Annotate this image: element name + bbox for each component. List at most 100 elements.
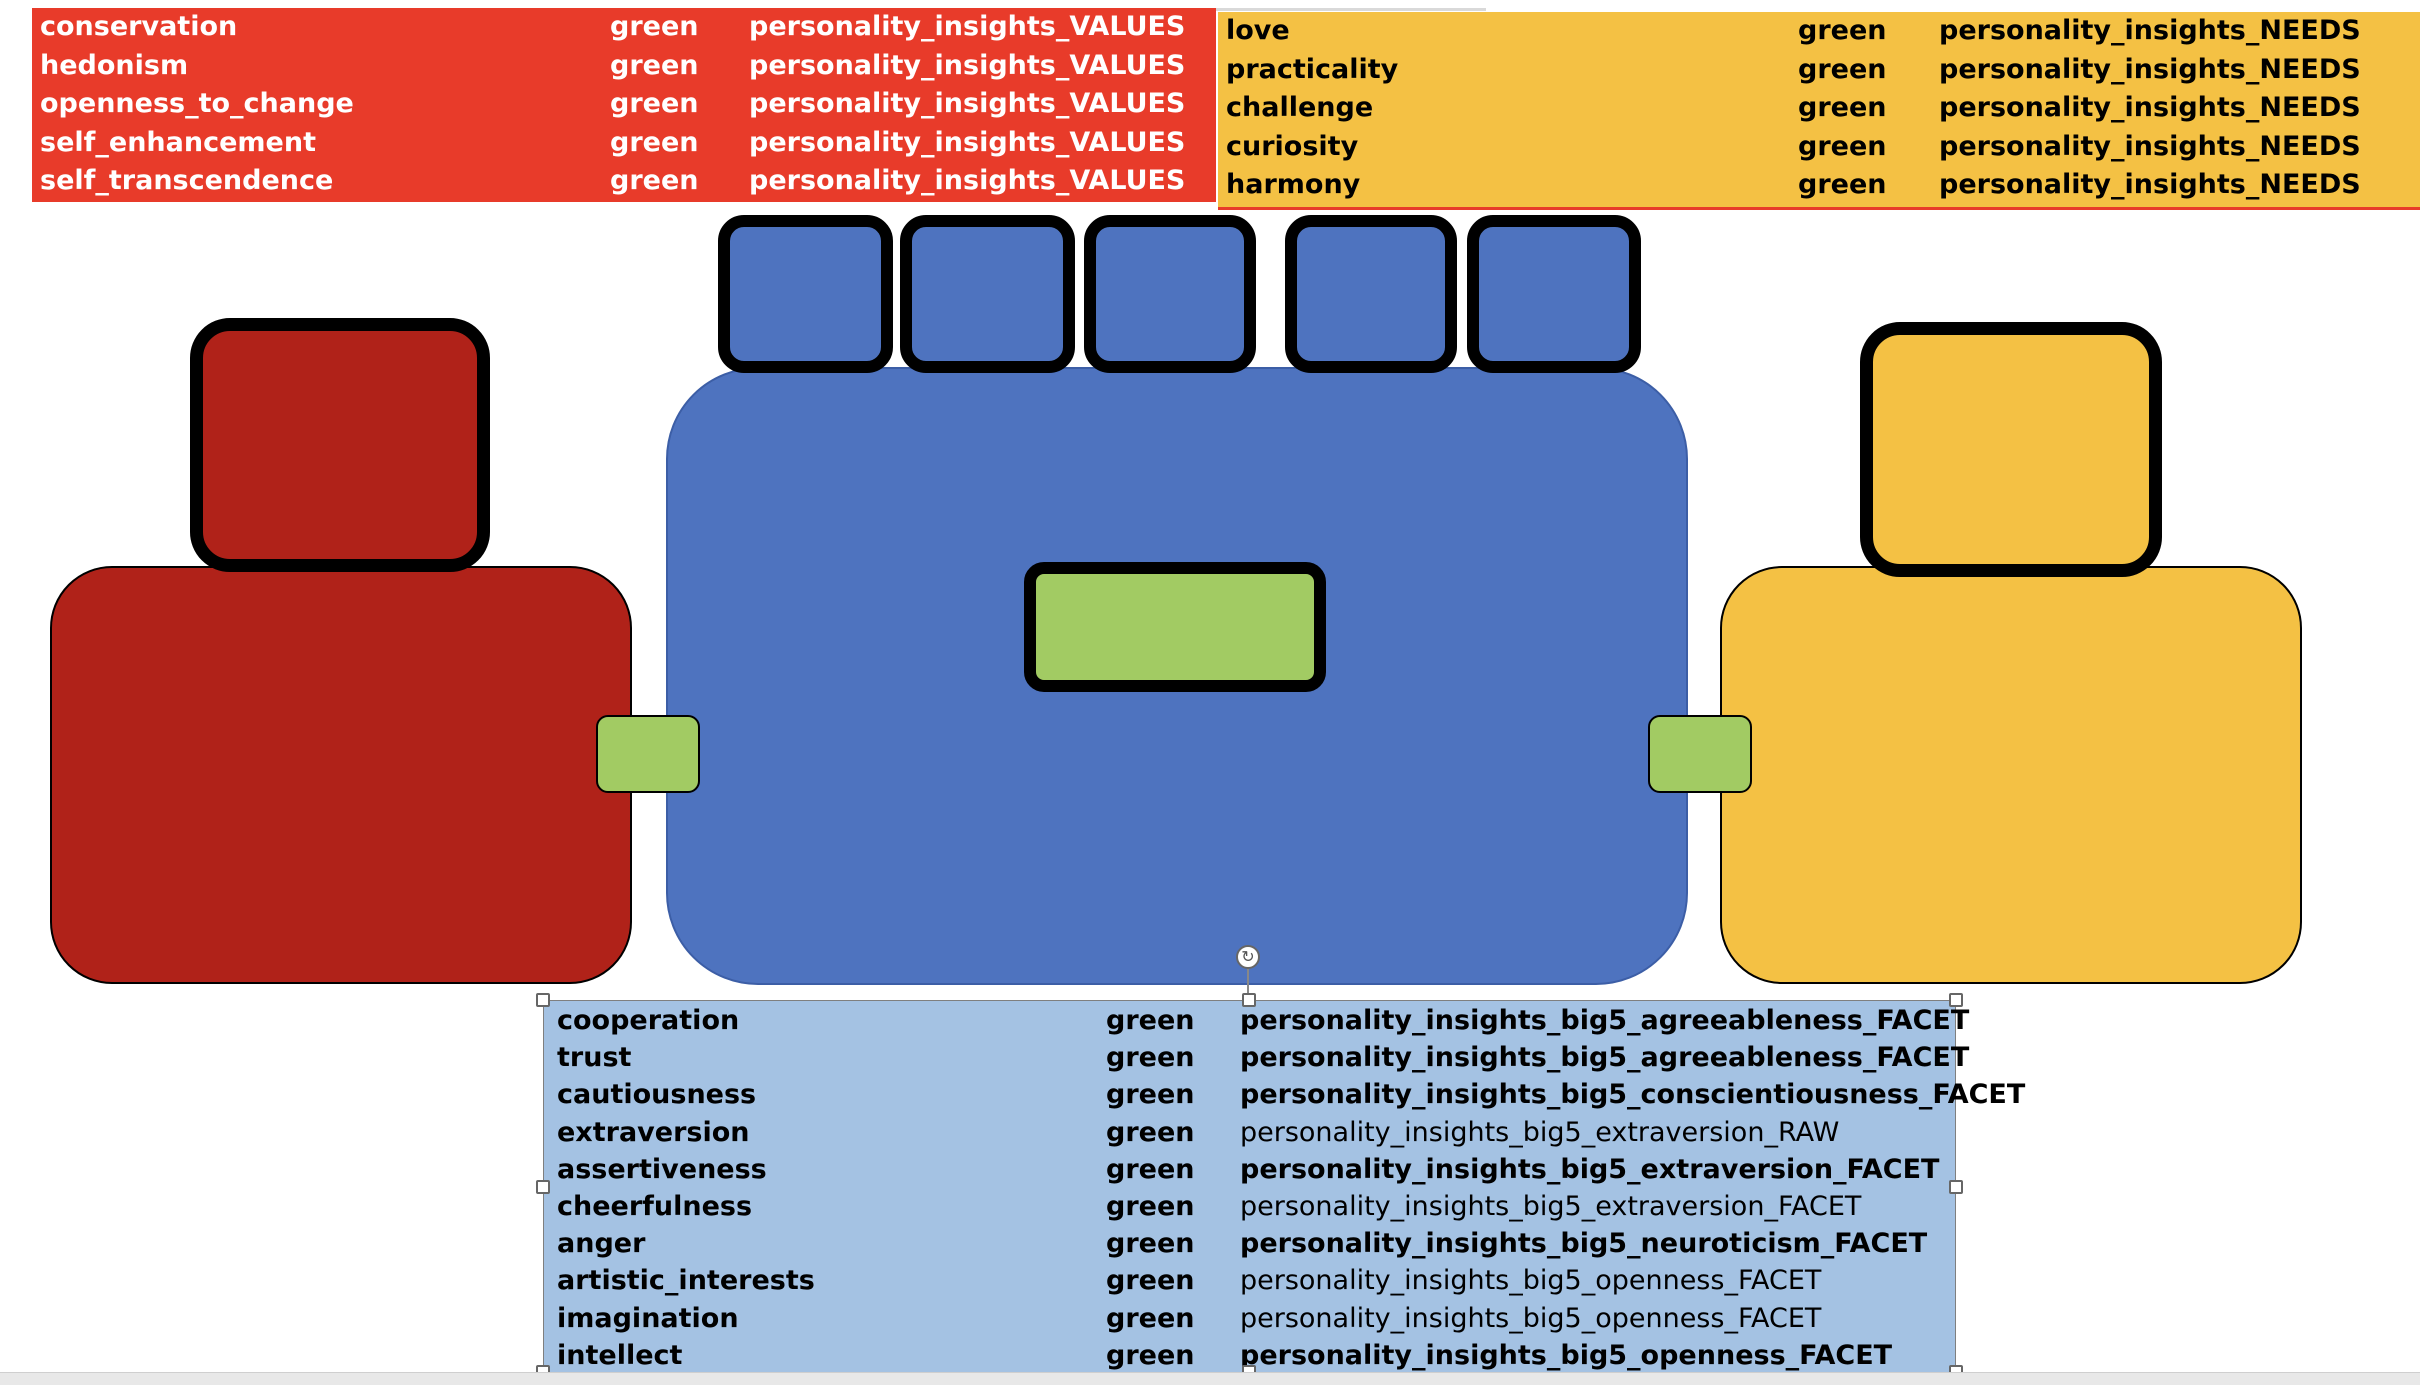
value-category: personality_insights_VALUES: [749, 165, 1186, 197]
rotate-icon[interactable]: ↻: [1236, 945, 1260, 969]
facet-category: personality_insights_big5_extraversion_R…: [1240, 1116, 1840, 1148]
need-color: green: [1798, 169, 1887, 201]
table-row[interactable]: trust green personality_insights_big5_ag…: [544, 1039, 1969, 1076]
facet-color: green: [1106, 1005, 1195, 1036]
facet-category: personality_insights_big5_openness_FACET: [1240, 1265, 1822, 1297]
need-category: personality_insights_NEEDS: [1939, 92, 2361, 124]
facet-name: cheerfulness: [557, 1191, 753, 1222]
facet-color: green: [1106, 1042, 1195, 1074]
table-row[interactable]: self_enhancement green personality_insig…: [32, 124, 1216, 163]
horizontal-scrollbar[interactable]: [0, 1372, 2420, 1385]
table-row[interactable]: intellect green personality_insights_big…: [544, 1337, 1955, 1374]
table-row[interactable]: imagination green personality_insights_b…: [544, 1300, 1955, 1337]
table-row[interactable]: assertiveness green personality_insights…: [544, 1151, 1955, 1188]
value-color: green: [610, 49, 699, 81]
facet-category: personality_insights_big5_conscientiousn…: [1240, 1079, 2026, 1111]
need-name: harmony: [1226, 169, 1361, 201]
facet-name: anger: [557, 1228, 646, 1260]
facet-table[interactable]: cooperation green personality_insights_b…: [543, 1000, 2025, 1374]
need-name: challenge: [1226, 92, 1374, 124]
need-color: green: [1798, 15, 1887, 46]
facet-color: green: [1106, 1191, 1195, 1222]
facet-category: personality_insights_big5_openness_FACET: [1240, 1302, 1822, 1334]
facet-name: trust: [557, 1042, 632, 1074]
needs-table[interactable]: love green personality_insights_NEEDS pr…: [1218, 12, 2420, 210]
table-row[interactable]: self_transcendence green personality_ins…: [32, 162, 1216, 201]
values-table[interactable]: conservation green personality_insights_…: [32, 8, 1216, 202]
table-row[interactable]: cautiousness green personality_insights_…: [544, 1076, 2025, 1113]
value-name: self_transcendence: [40, 165, 334, 197]
value-color: green: [610, 88, 699, 120]
facet-category: personality_insights_big5_extraversion_F…: [1240, 1153, 1940, 1185]
table-row[interactable]: challenge green personality_insights_NEE…: [1218, 89, 2420, 128]
facet-category: personality_insights_big5_agreeableness_…: [1240, 1005, 1970, 1036]
facet-category: personality_insights_big5_openness_FACET: [1240, 1339, 1893, 1371]
top-blue-block[interactable]: [1467, 215, 1641, 373]
facet-color: green: [1106, 1153, 1195, 1185]
resize-handle[interactable]: [536, 993, 550, 1007]
value-category: personality_insights_VALUES: [749, 88, 1186, 120]
table-row[interactable]: anger green personality_insights_big5_ne…: [544, 1225, 1955, 1262]
right-yellow-top-block[interactable]: [1860, 322, 2162, 577]
facet-color: green: [1106, 1228, 1195, 1260]
need-color: green: [1798, 53, 1887, 85]
top-blue-block[interactable]: [718, 215, 893, 373]
value-category: personality_insights_VALUES: [749, 11, 1186, 42]
table-row[interactable]: harmony green personality_insights_NEEDS: [1218, 166, 2420, 205]
table-row[interactable]: cooperation green personality_insights_b…: [544, 1002, 1969, 1039]
facet-name: imagination: [557, 1302, 739, 1334]
facet-name: artistic_interests: [557, 1265, 815, 1297]
need-color: green: [1798, 130, 1887, 162]
facet-category: personality_insights_big5_extraversion_F…: [1240, 1191, 1862, 1222]
table-row[interactable]: practicality green personality_insights_…: [1218, 51, 2420, 90]
left-green-connector[interactable]: [596, 715, 700, 793]
value-name: self_enhancement: [40, 126, 316, 158]
need-category: personality_insights_NEEDS: [1939, 130, 2361, 162]
rotate-stem: [1247, 969, 1249, 1001]
right-yellow-shape[interactable]: [1720, 566, 2302, 984]
table-row[interactable]: cheerfulness green personality_insights_…: [544, 1188, 1955, 1225]
left-red-shape[interactable]: [50, 566, 632, 984]
value-category: personality_insights_VALUES: [749, 126, 1186, 158]
resize-handle[interactable]: [1949, 1180, 1963, 1194]
facet-name: intellect: [557, 1339, 683, 1371]
gridline: [1216, 8, 1486, 11]
resize-handle[interactable]: [536, 1180, 550, 1194]
resize-handle[interactable]: [1242, 993, 1256, 1007]
need-name: love: [1226, 15, 1290, 46]
need-category: personality_insights_NEEDS: [1939, 169, 2361, 201]
facet-color: green: [1106, 1079, 1195, 1111]
facet-color: green: [1106, 1265, 1195, 1297]
facet-color: green: [1106, 1339, 1195, 1371]
need-category: personality_insights_NEEDS: [1939, 15, 2361, 46]
facet-category: personality_insights_big5_neuroticism_FA…: [1240, 1228, 1928, 1260]
facet-color: green: [1106, 1116, 1195, 1148]
need-color: green: [1798, 92, 1887, 124]
right-green-connector[interactable]: [1648, 715, 1752, 793]
value-name: conservation: [40, 11, 238, 42]
value-color: green: [610, 165, 699, 197]
table-row[interactable]: extraversion green personality_insights_…: [544, 1114, 1955, 1151]
table-row[interactable]: conservation green personality_insights_…: [32, 8, 1216, 47]
table-row[interactable]: openness_to_change green personality_ins…: [32, 85, 1216, 124]
facet-category: personality_insights_big5_agreeableness_…: [1240, 1042, 1970, 1074]
value-name: hedonism: [40, 49, 189, 81]
facet-name: extraversion: [557, 1116, 750, 1148]
table-row[interactable]: hedonism green personality_insights_VALU…: [32, 47, 1216, 86]
center-green-shape[interactable]: [1024, 562, 1326, 692]
table-row[interactable]: curiosity green personality_insights_NEE…: [1218, 128, 2420, 167]
facet-color: green: [1106, 1302, 1195, 1334]
need-category: personality_insights_NEEDS: [1939, 53, 2361, 85]
value-category: personality_insights_VALUES: [749, 49, 1186, 81]
need-name: curiosity: [1226, 130, 1359, 162]
top-blue-block[interactable]: [1084, 215, 1256, 373]
top-blue-block[interactable]: [1285, 215, 1457, 373]
top-blue-block[interactable]: [900, 215, 1075, 373]
table-row[interactable]: artistic_interests green personality_ins…: [544, 1262, 1955, 1299]
value-color: green: [610, 11, 699, 42]
left-red-top-block[interactable]: [190, 318, 490, 572]
resize-handle[interactable]: [1949, 993, 1963, 1007]
value-color: green: [610, 126, 699, 158]
need-name: practicality: [1226, 53, 1399, 85]
table-row[interactable]: love green personality_insights_NEEDS: [1218, 12, 2420, 51]
